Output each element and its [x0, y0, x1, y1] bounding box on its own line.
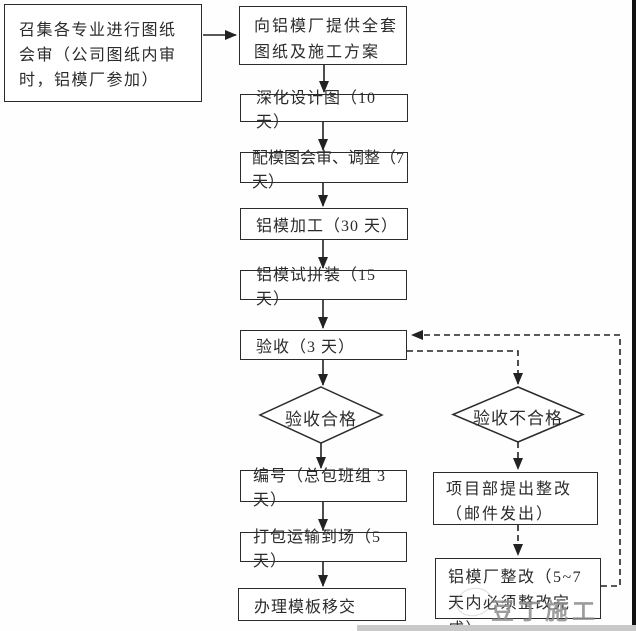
node-convene-review: 召集各专业进行图纸会审（公司图纸内审时，铝模厂参加） — [4, 4, 202, 102]
diamond-fail-shape — [451, 386, 585, 443]
node-deepen-design: 深化设计图（10 天） — [240, 90, 408, 131]
node-factory-rectify: 铝模厂整改（5~7 天内必须整改完成） — [435, 558, 601, 631]
node-trial-assembly: 铝模试拼装（15 天） — [240, 267, 407, 308]
dashed-arrow-factory-rectify-to-acceptance — [411, 330, 621, 587]
node-numbering: 编号（总包班组 3 天） — [240, 468, 407, 509]
node-provide-drawings: 向铝模厂提供全套图纸及施工方案 — [239, 6, 407, 65]
node-formwork-review: 配模图会审、调整（7 天） — [240, 150, 408, 191]
watermark-text: 豆丁施工 — [491, 599, 599, 624]
diamond-fail-label: 验收不合格 — [473, 409, 563, 428]
image-right-border — [632, 0, 636, 625]
image-bottom-border — [357, 625, 636, 631]
node-formwork-handover: 办理模板移交 — [238, 588, 406, 621]
node-aluminum-processing: 铝模加工（30 天） — [240, 208, 408, 240]
diamond-pass-label: 验收合格 — [285, 410, 357, 429]
node-rectify-request: 项目部提出整改（邮件发出） — [433, 472, 598, 525]
node-pack-transport: 打包运输到场（5 天） — [240, 529, 407, 570]
diamond-pass-shape — [258, 386, 384, 444]
node-acceptance: 验收（3 天） — [240, 330, 407, 360]
dashed-arrow-acceptance-to-fail — [407, 350, 523, 385]
